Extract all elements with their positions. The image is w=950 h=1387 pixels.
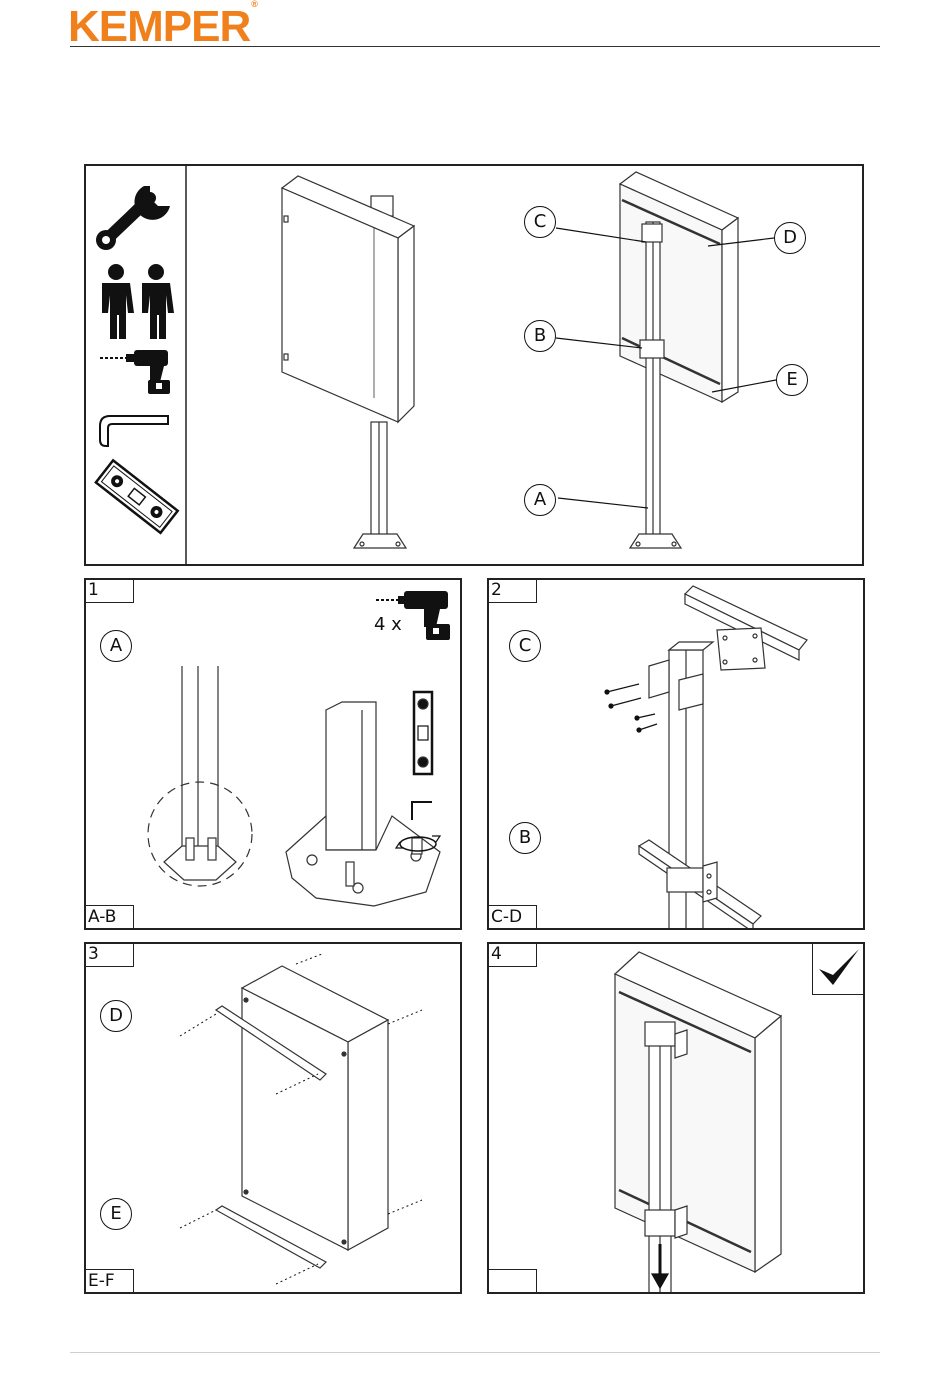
callout-b: B	[524, 320, 556, 352]
cordless-drill-icon	[100, 350, 170, 394]
spirit-level-icon	[96, 460, 178, 533]
two-persons-icon	[102, 264, 174, 339]
header-rule	[70, 46, 880, 47]
step-3-number: 3	[85, 943, 134, 967]
rear-view-illustration	[620, 172, 738, 548]
step-2-panel: 2 C-D C B	[487, 578, 865, 930]
step-2-illustration	[489, 580, 865, 930]
step-3-callout-d: D	[100, 1000, 132, 1032]
callout-a: A	[524, 484, 556, 516]
overview-panel: C D B E A	[84, 164, 864, 566]
step-1-number: 1	[85, 579, 134, 603]
step-4-illustration	[489, 944, 865, 1294]
step-1-illustration	[86, 580, 462, 930]
step-3-callout-e: E	[100, 1198, 132, 1230]
registered-mark: ®	[251, 0, 257, 9]
hex-key-icon	[100, 416, 168, 446]
check-icon	[812, 943, 864, 995]
kemper-logo: KEMPER®	[68, 2, 256, 52]
spirit-level-icon	[414, 692, 432, 774]
step-3-footer: E-F	[85, 1269, 134, 1293]
step-2-callout-b: B	[509, 822, 541, 854]
step-1-panel: 1 A-B A 4 x	[84, 578, 462, 930]
drill-count: 4 x	[374, 614, 402, 635]
step-4-footer	[488, 1269, 537, 1293]
step-1-footer: A-B	[85, 905, 134, 929]
step-3-illustration	[86, 944, 462, 1294]
step-2-callout-c: C	[509, 630, 541, 662]
step-2-footer: C-D	[488, 905, 537, 929]
step-4-number: 4	[488, 943, 537, 967]
step-2-number: 2	[488, 579, 537, 603]
step-3-panel: 3 E-F D E	[84, 942, 462, 1294]
cabinet-on-post-illustration	[282, 176, 414, 548]
callout-e: E	[776, 364, 808, 396]
wrench-icon	[96, 186, 170, 250]
step-4-panel: 4	[487, 942, 865, 1294]
footer-rule	[70, 1352, 880, 1353]
step-1-callout-a: A	[100, 630, 132, 662]
brand-name: KEMPER	[68, 2, 250, 51]
callout-d: D	[774, 222, 806, 254]
overview-illustration	[86, 166, 864, 566]
callout-c: C	[524, 206, 556, 238]
